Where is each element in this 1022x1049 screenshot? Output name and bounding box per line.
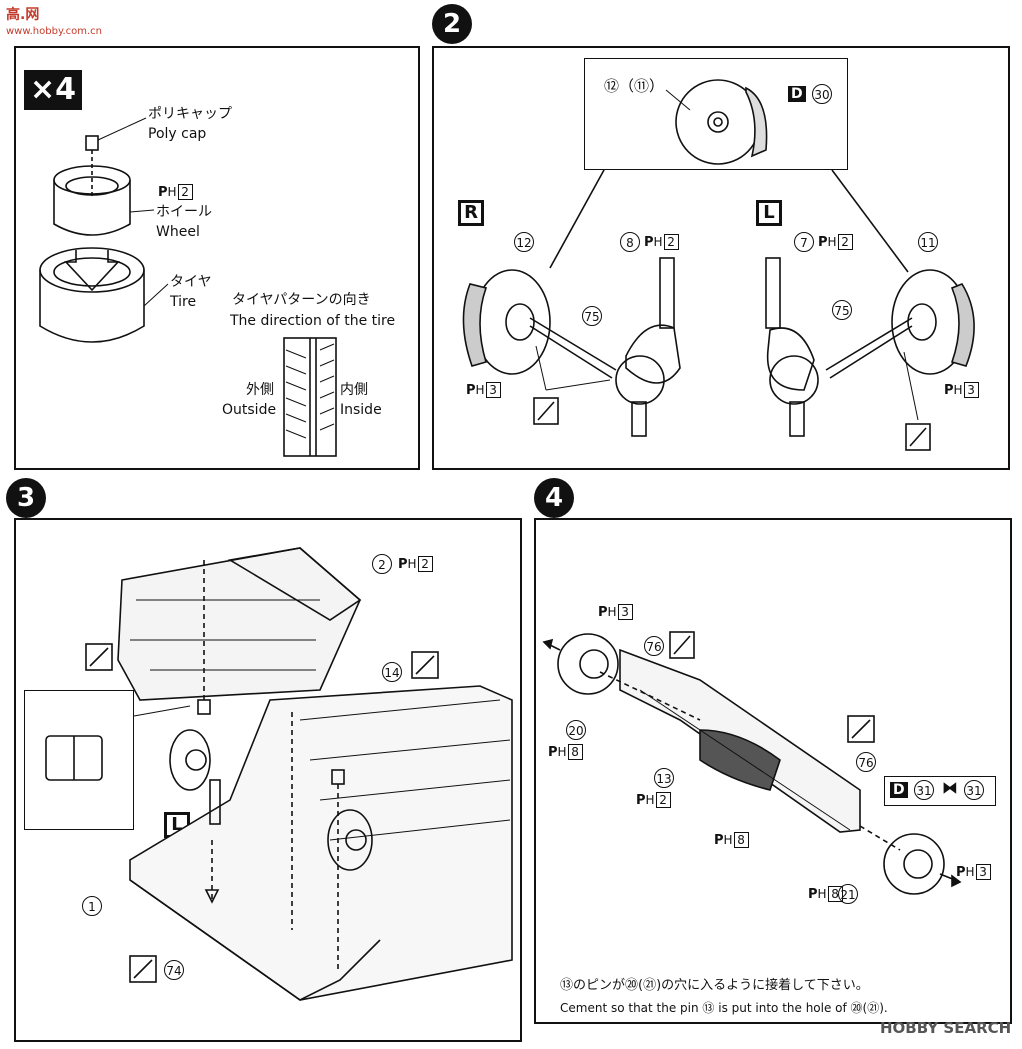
right-knuckle [327, 809, 373, 871]
cement-icon-e [129, 955, 157, 983]
multiplier-badge: ×4 [24, 70, 83, 110]
cement-icon-c [85, 643, 113, 671]
right-side-label: R [458, 200, 484, 226]
left-side-label: L [756, 200, 782, 226]
chassis-floor [129, 685, 513, 1001]
part-20: 20 [566, 720, 586, 740]
part-8: 8 [620, 232, 640, 252]
step4-number: 4 [534, 478, 574, 518]
outside-label-en: Outside [222, 402, 277, 418]
brake-inset [584, 58, 848, 170]
cement-icon-a [533, 397, 559, 425]
differential [699, 729, 781, 791]
part-76-top: 76 [644, 636, 664, 656]
cement-icon-b [905, 423, 931, 451]
part-7: 7 [794, 232, 814, 252]
note-ja: ⑬のピンが⑳(㉑)の穴に入るように接着して下さい。 [560, 978, 869, 993]
decal-d-badge: D [788, 86, 806, 102]
step2-number: 2 [432, 4, 472, 44]
tire-label-en: Tire [170, 294, 197, 310]
cement-icon-f [669, 631, 695, 659]
decal-30: 30 [812, 84, 832, 104]
left-knuckle [169, 729, 211, 791]
polycap-label-ja: ポリキャップ [148, 106, 232, 122]
note-en: Cement so that the pin ⑬ is put into the… [560, 1001, 888, 1015]
front-subframe [117, 547, 361, 701]
inside-label-ja: 内側 [340, 382, 368, 398]
direction-label-en: The direction of the tire [230, 313, 396, 329]
rear-hub-right [883, 833, 945, 895]
part-1: 1 [82, 896, 102, 916]
decal-d-badge-b: D [890, 782, 908, 798]
decal-flip-icon: ⧓ [942, 778, 958, 797]
wheel-label-en: Wheel [156, 224, 200, 240]
inside-label-en: Inside [340, 402, 382, 418]
part-74-bottom: 74 [164, 960, 184, 980]
inset-parts-label: ⑫（⑪） [604, 77, 665, 95]
outside-label-ja: 外側 [246, 382, 274, 398]
decal-31-a: 31 [914, 780, 934, 800]
part-75-left: 75 [832, 300, 852, 320]
part-11: 11 [918, 232, 938, 252]
cement-icon-d [411, 651, 439, 679]
rear-hub-left [557, 633, 619, 695]
direction-label-ja: タイヤパターンの向き [232, 292, 371, 308]
part-12: 12 [514, 232, 534, 252]
cement-icon-g [847, 715, 875, 743]
polycap-shape [85, 135, 99, 151]
part-76-bottom: 76 [856, 752, 876, 772]
part-2: 2 [372, 554, 392, 574]
step3-number: 3 [6, 478, 46, 518]
part-13: 13 [654, 768, 674, 788]
footer-brand: HOBBY SEARCH [880, 1019, 1012, 1037]
polycap-label-en: Poly cap [148, 126, 207, 142]
part-14: 14 [382, 662, 402, 682]
wheel-label-ja: ホイール [156, 204, 212, 220]
watermark-site: www.hobby.com.cn [6, 26, 102, 37]
watermark-logo: 高.网 [6, 7, 40, 23]
tire-label-ja: タイヤ [170, 274, 212, 290]
part-21: 21 [838, 884, 858, 904]
polycap-inset [24, 690, 134, 830]
part-75-right: 75 [582, 306, 602, 326]
decal-31-b: 31 [964, 780, 984, 800]
